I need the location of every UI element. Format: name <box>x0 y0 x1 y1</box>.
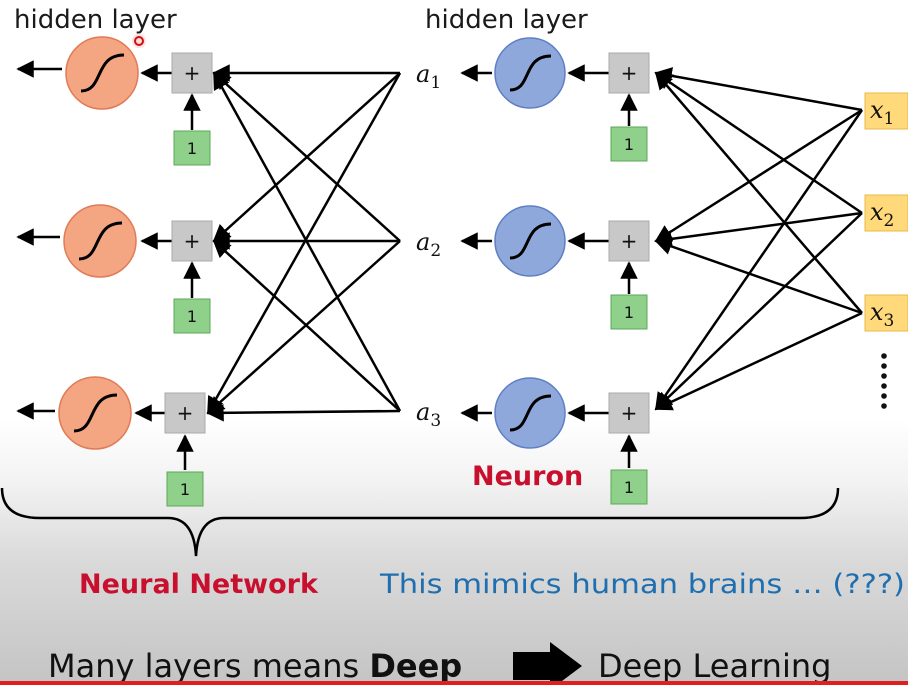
bias-box <box>610 294 648 330</box>
mimic-note: This mimics human brains … (???) <box>379 569 905 600</box>
sigmoid-icon <box>509 54 552 92</box>
input-x2: x2 <box>864 194 908 232</box>
bias-value: 1 <box>624 303 634 322</box>
bias-box <box>173 130 211 166</box>
input-label: x3 <box>870 298 894 331</box>
network-brace <box>0 487 840 557</box>
sum-node <box>608 220 650 262</box>
bottom-line-left: Many layers means Deep <box>48 647 462 685</box>
input-label: x2 <box>870 198 894 231</box>
right-arrow-icon <box>513 642 582 685</box>
bias-value: 1 <box>624 135 634 154</box>
sum-node <box>608 52 650 94</box>
activation-label-2: a2 <box>416 228 441 261</box>
sum-node <box>171 52 213 94</box>
sigmoid-icon <box>80 53 125 93</box>
sigmoid-neuron <box>58 376 132 450</box>
neuron-label: Neuron <box>472 461 583 492</box>
bias-value: 1 <box>180 480 190 499</box>
plus-sign: + <box>621 61 638 85</box>
activation-label-3: a3 <box>416 398 441 431</box>
right-neuron-3: + 1 <box>460 377 650 505</box>
left-heading: hidden layer <box>14 5 177 35</box>
bias-box <box>173 298 211 334</box>
neural-network-label: Neural Network <box>79 569 319 600</box>
bias-value: 1 <box>187 307 197 326</box>
input-x1: x1 <box>864 92 908 130</box>
sigmoid-icon <box>73 393 118 433</box>
input-weight-lines <box>654 67 864 411</box>
cursor-dot <box>132 34 146 48</box>
left-neuron-1: + 1 <box>16 36 213 166</box>
bias-box <box>610 126 648 162</box>
bias-box <box>610 469 648 505</box>
sigmoid-neuron <box>494 37 566 109</box>
plus-sign: + <box>621 229 638 253</box>
bias-value: 1 <box>624 478 634 497</box>
plus-sign: + <box>184 229 201 253</box>
sum-node <box>608 392 650 434</box>
sigmoid-icon <box>509 394 552 432</box>
bias-value: 1 <box>187 139 197 158</box>
sigmoid-neuron <box>494 205 566 277</box>
sum-node <box>164 392 206 434</box>
more-inputs-ellipsis <box>881 353 887 409</box>
plus-sign: + <box>621 401 638 425</box>
left-neuron-2: + 1 <box>16 204 213 334</box>
sigmoid-neuron <box>494 377 566 449</box>
input-label: x1 <box>870 96 894 129</box>
input-x3: x3 <box>864 294 908 332</box>
sigmoid-icon <box>78 221 123 261</box>
plus-sign: + <box>184 61 201 85</box>
bottom-line-right: Deep Learning <box>598 647 831 685</box>
activation-label-1: a1 <box>416 60 441 93</box>
bias-box <box>166 471 204 507</box>
plus-sign: + <box>177 401 194 425</box>
activation-weight-lines <box>206 64 402 422</box>
right-heading: hidden layer <box>425 5 588 35</box>
right-neuron-1: + 1 <box>460 37 650 162</box>
sigmoid-neuron <box>65 36 139 110</box>
right-neuron-2: + 1 <box>460 205 650 330</box>
sum-node <box>171 220 213 262</box>
progress-rule <box>0 681 908 685</box>
sigmoid-neuron <box>63 204 137 278</box>
left-neuron-3: + 1 <box>16 376 206 507</box>
sigmoid-icon <box>509 222 552 260</box>
